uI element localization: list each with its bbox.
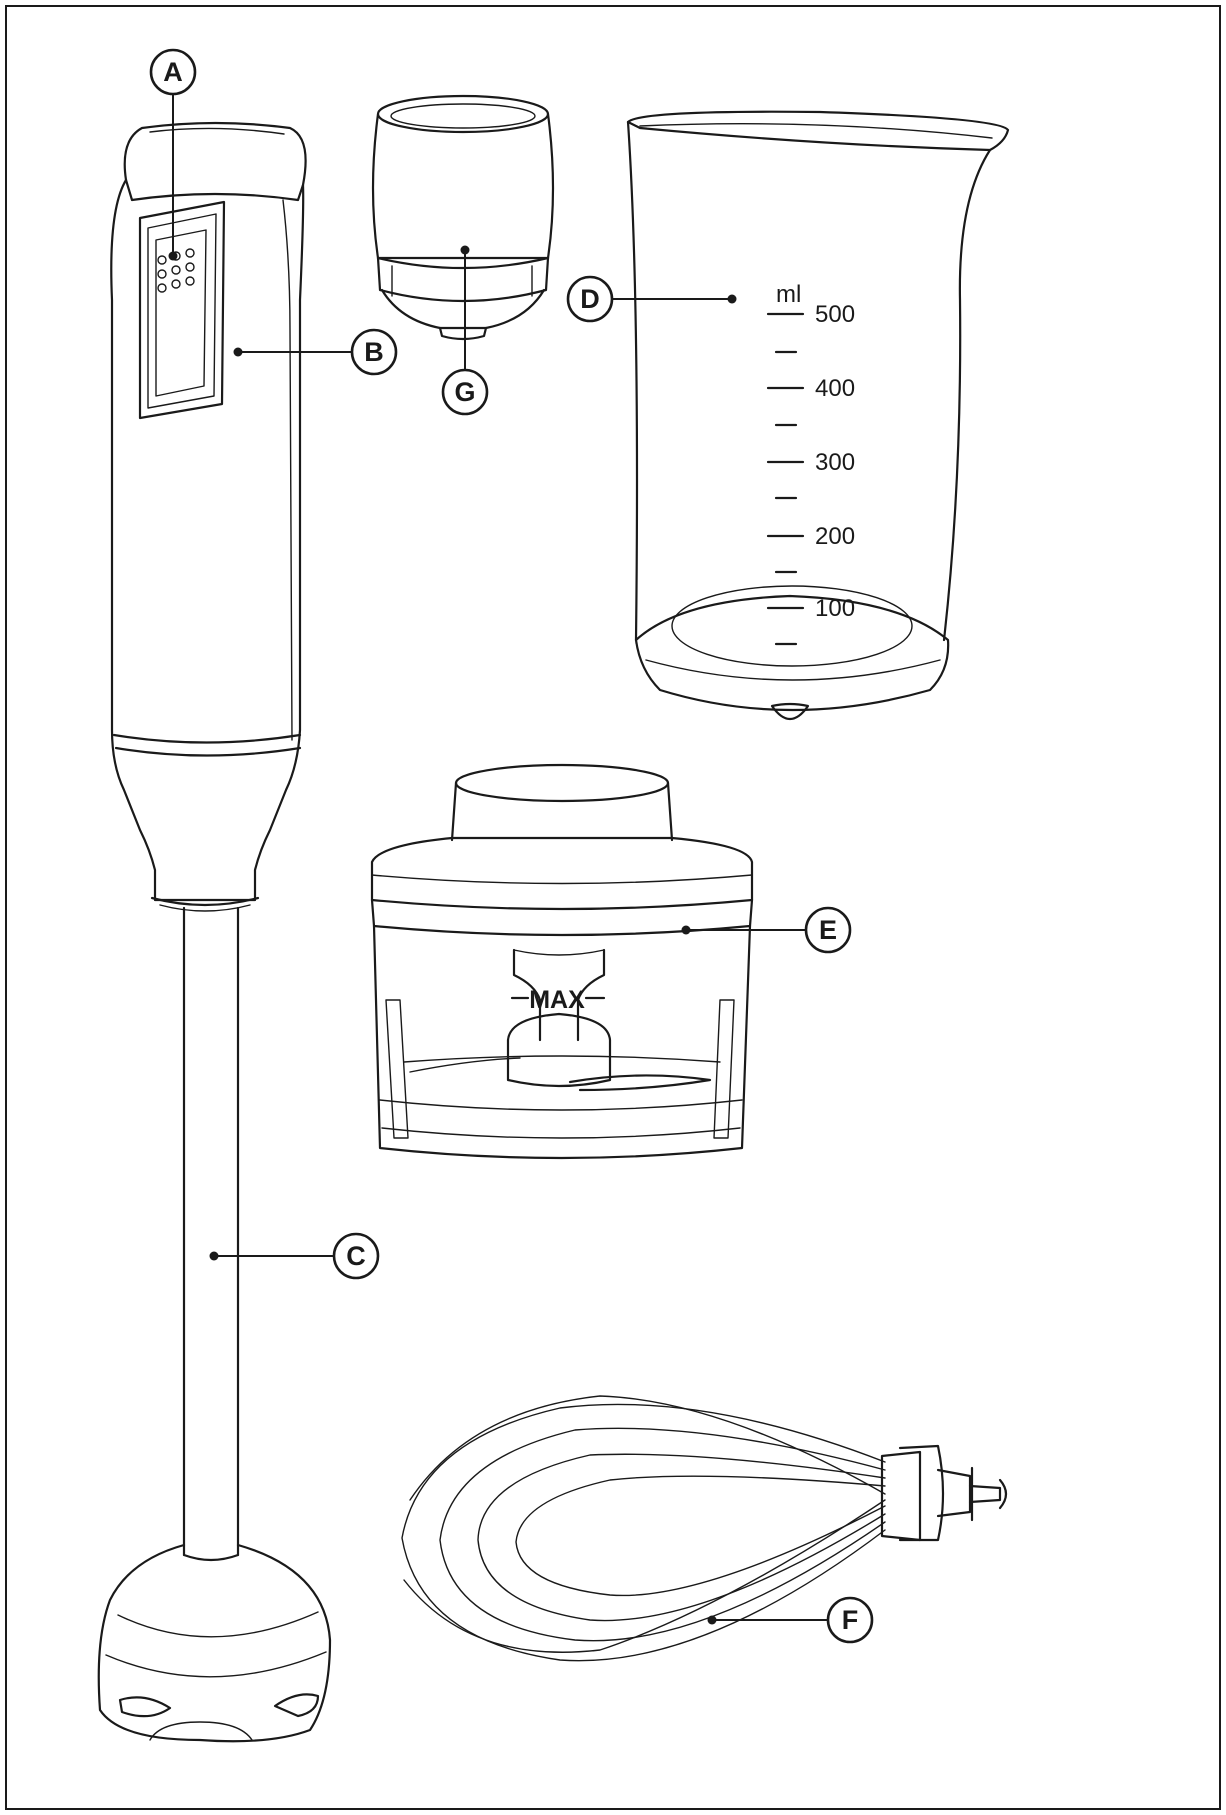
blending-shaft-drawing — [97, 906, 332, 1743]
callout-f-label: F — [842, 1605, 859, 1635]
motor-unit-drawing — [110, 121, 307, 912]
callout-b: B — [350, 328, 398, 376]
callout-e: E — [804, 906, 852, 954]
callout-a-label: A — [163, 57, 183, 87]
beaker-mark-100: 100 — [815, 595, 855, 622]
callout-d: D — [566, 275, 614, 323]
chopper-drawing: MAX — [370, 763, 754, 1160]
callout-b-label: B — [364, 337, 384, 367]
callout-c: C — [332, 1232, 380, 1280]
callout-a: A — [149, 48, 197, 96]
callout-c-label: C — [346, 1241, 366, 1271]
callout-e-label: E — [819, 915, 837, 945]
beaker-drawing: ml 500 400 300 200 100 — [626, 110, 1010, 721]
callout-d-label: D — [580, 284, 600, 314]
callout-g: G — [441, 368, 489, 416]
callout-f: F — [826, 1596, 874, 1644]
page-frame — [5, 5, 1221, 1810]
beaker-unit-label: ml — [776, 281, 801, 308]
chopper-max-label: MAX — [529, 986, 585, 1014]
beaker-mark-400: 400 — [815, 375, 855, 402]
callouts: A B C G D — [149, 48, 874, 1644]
beaker-mark-300: 300 — [815, 449, 855, 476]
beaker-mark-200: 200 — [815, 523, 855, 550]
whisk-drawing — [401, 1395, 1008, 1662]
whisk-adapter-drawing — [371, 94, 555, 341]
callout-g-label: G — [454, 377, 475, 407]
beaker-mark-500: 500 — [815, 301, 855, 328]
